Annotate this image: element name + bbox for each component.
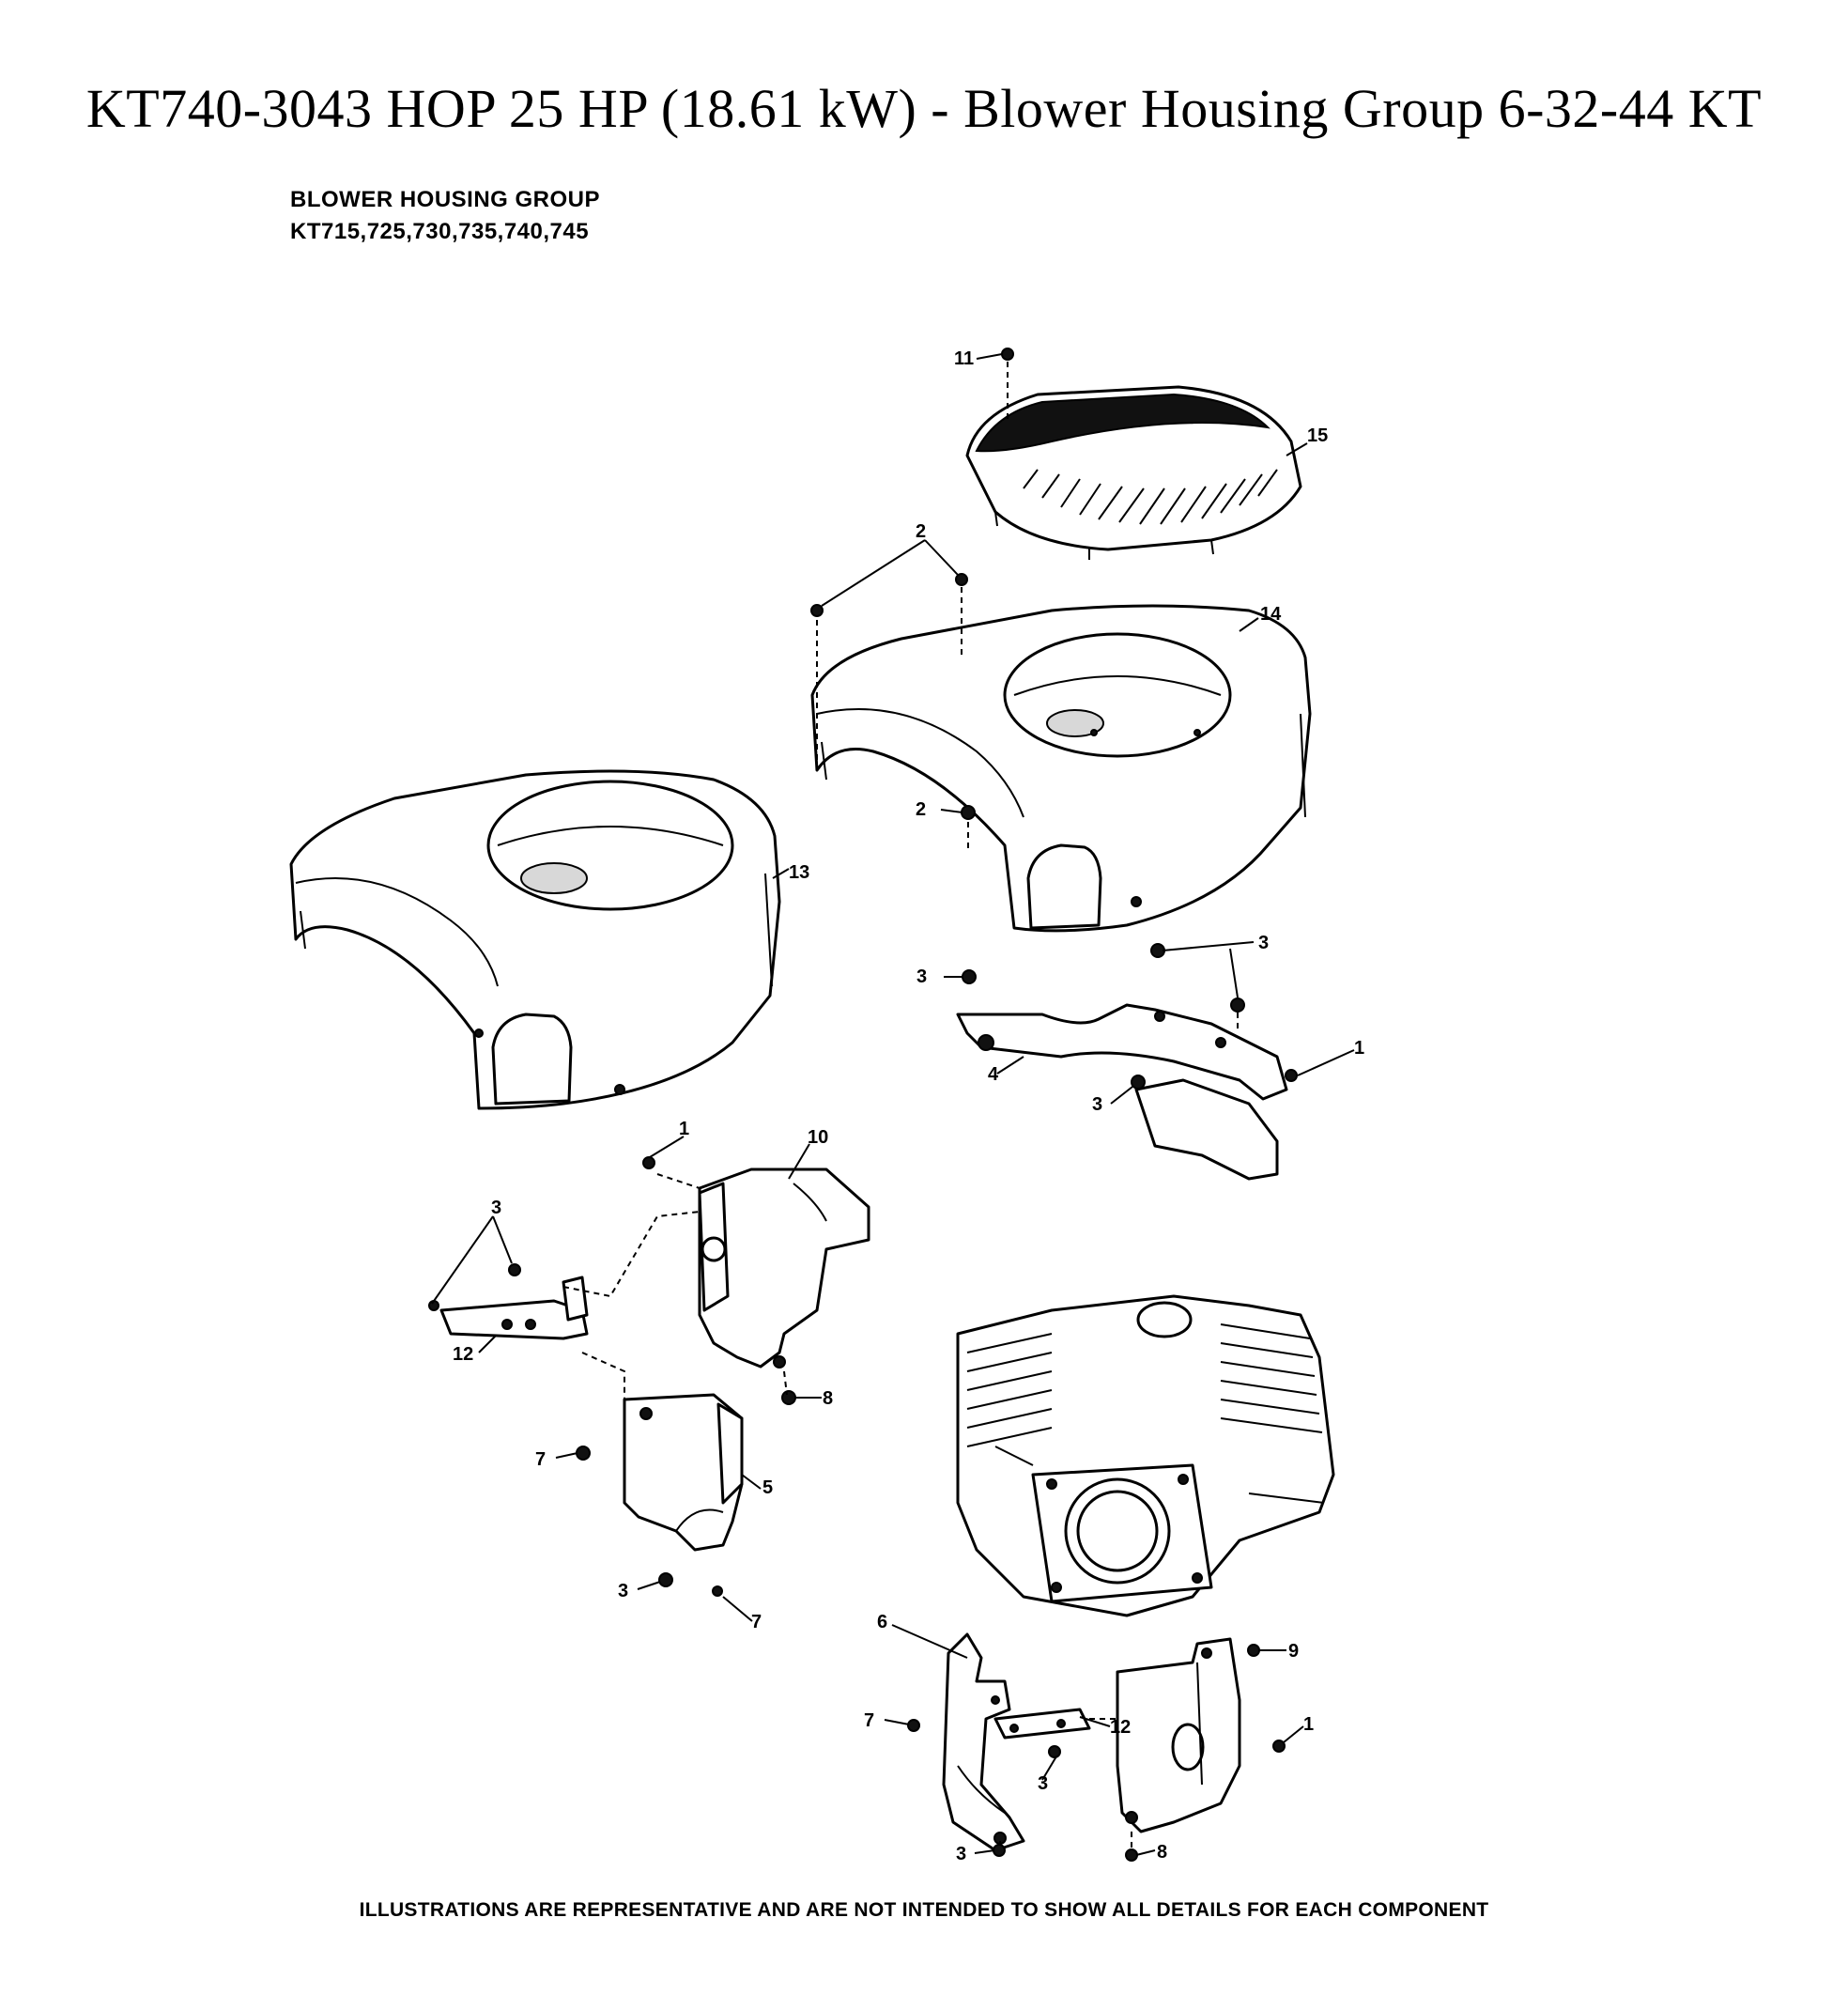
group-title-models: KT715,725,730,735,740,745 [290,219,590,244]
part-12-bracket-lower [993,1708,1091,1740]
group-title-name: BLOWER HOUSING GROUP [290,187,601,212]
callout-1-c: 1 [1303,1714,1314,1735]
callout-3-f: 3 [1038,1773,1048,1794]
part-14-blower-housing [810,604,1312,933]
assembly-lines [562,362,1239,1850]
callout-3-c: 3 [1092,1094,1102,1115]
callout-3-e: 3 [618,1581,628,1601]
callout-1-b: 1 [679,1119,689,1139]
part-12-bracket [439,1276,589,1340]
callout-14: 14 [1260,604,1282,625]
callout-2-top: 2 [916,521,926,542]
part-4-baffle [956,1003,1288,1181]
callout-3-a: 3 [1258,933,1269,953]
page-title: KT740-3043 HOP 25 HP (18.61 kW) - Blower… [85,78,1763,139]
callout-8-a: 8 [823,1388,833,1409]
callout-13: 13 [789,862,809,883]
callout-15: 15 [1307,425,1328,446]
callout-2-mid: 2 [916,799,926,820]
callout-5: 5 [762,1477,773,1498]
disclaimer-note: ILLUSTRATIONS ARE REPRESENTATIVE AND ARE… [359,1899,1489,1921]
callout-6: 6 [877,1612,887,1632]
callout-10: 10 [808,1127,828,1148]
callout-9: 9 [1288,1641,1299,1662]
group-title: BLOWER HOUSING GROUP KT715,725,730,735,7… [290,184,600,248]
callout-4: 4 [988,1064,999,1085]
callout-3-b: 3 [916,967,927,987]
part-10-shroud [698,1168,870,1369]
part-6-shroud [942,1632,1025,1852]
callout-1-a: 1 [1354,1038,1364,1059]
part-15-blower-cover [965,385,1302,560]
callout-7-b: 7 [751,1612,762,1632]
engine-block [956,1294,1335,1617]
callout-3-g: 3 [956,1844,966,1864]
callout-11: 11 [954,348,974,369]
part-5-shroud [623,1393,744,1552]
callout-labels: 11 15 2 14 2 13 3 3 4 1 3 1 10 3 12 8 7 … [453,348,1364,1864]
hardware-fasteners [428,348,1298,1862]
callout-12-b: 12 [1110,1717,1131,1738]
callout-3-d: 3 [491,1198,501,1218]
callout-7-a: 7 [535,1449,546,1470]
callout-7-c: 7 [864,1710,874,1731]
leader-lines [431,353,1355,1856]
right-lower-shroud [1116,1637,1241,1833]
part-13-blower-housing [289,769,781,1110]
callout-12-a: 12 [453,1344,473,1365]
callout-8-b: 8 [1157,1842,1167,1863]
